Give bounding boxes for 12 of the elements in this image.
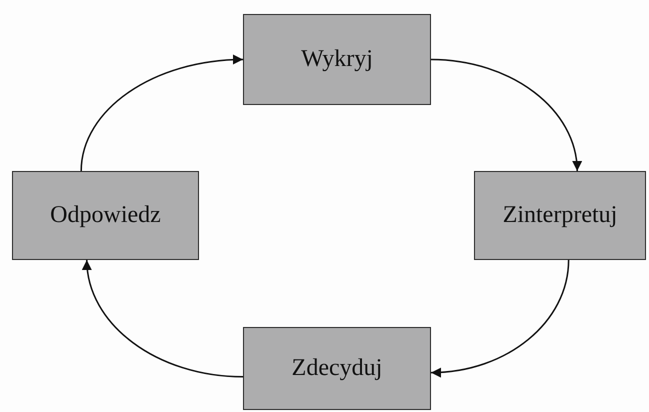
process-box (12, 171, 199, 260)
box-label: Zdecyduj (292, 355, 382, 382)
arrow (80, 54, 244, 172)
arrow (82, 260, 244, 378)
arrow (430, 58, 582, 172)
process-box (243, 327, 431, 410)
box-label: Wykryj (301, 46, 373, 73)
process-box (474, 171, 646, 260)
arrow (430, 260, 570, 378)
process-box (243, 14, 431, 105)
box-label: Odpowiedz (50, 202, 161, 229)
box-label: Zinterpretuj (502, 202, 618, 229)
